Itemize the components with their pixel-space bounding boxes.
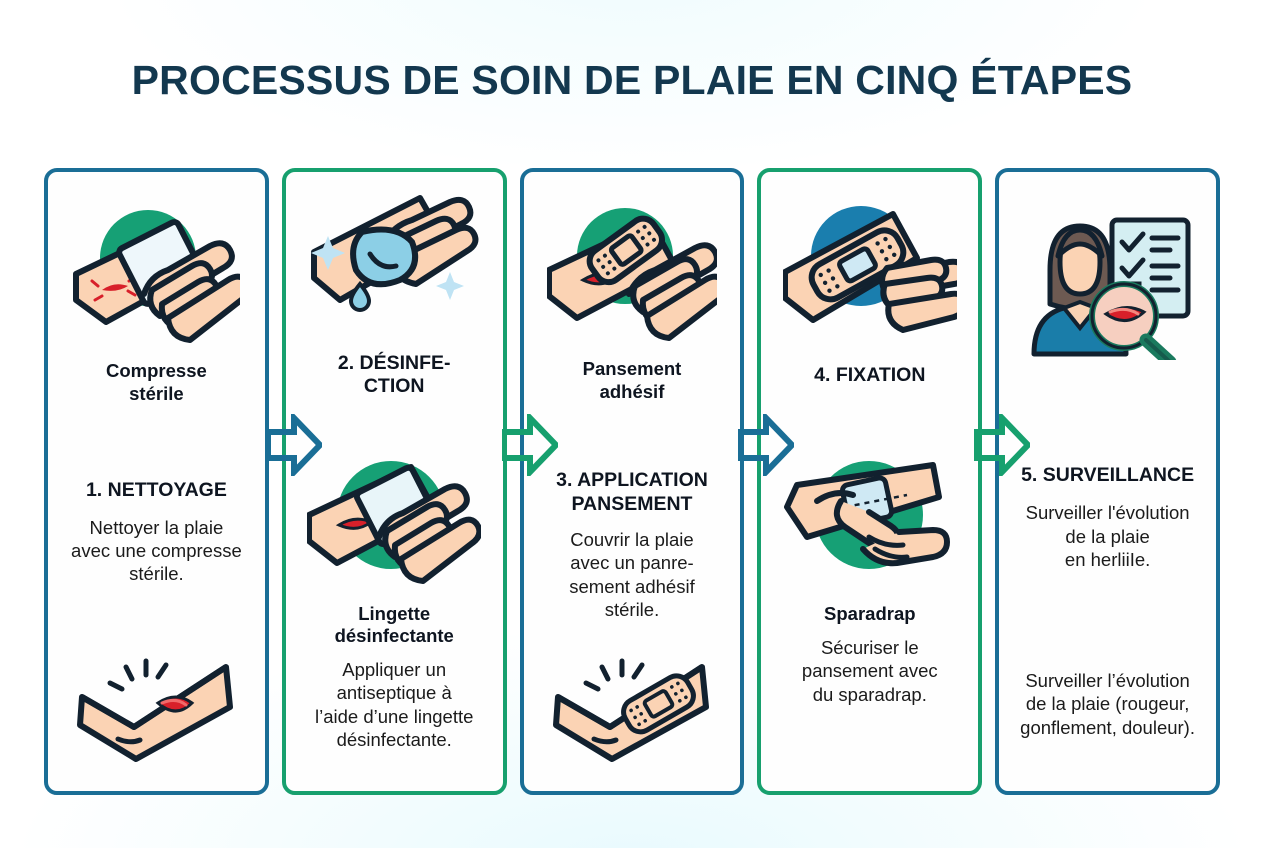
flow-arrow-1 — [266, 414, 322, 476]
step-4-title: 4. FIXATION — [814, 364, 926, 386]
page-title: PROCESSUS DE SOIN DE PLAIE EN CINQ ÉTAPE… — [131, 57, 1133, 103]
bent-arm-with-open-wound-icon — [77, 658, 234, 762]
hands-applying-surgical-tape-icon — [783, 461, 950, 570]
hand-wiping-wound-with-compress-icon — [73, 210, 241, 343]
flow-arrow-2 — [502, 414, 558, 476]
step-5-title: 5. SURVEILLANCE — [1021, 464, 1195, 486]
hand-disinfecting-wound-green-circle-icon — [307, 460, 482, 584]
step-4-bottom-caption: Sparadrap — [824, 603, 916, 625]
flow-arrow-3 — [738, 414, 794, 476]
step-1-title: 1. NETTOYAGE — [85, 479, 227, 502]
step-2-title: 2. DÉSINFE-CTION — [337, 352, 451, 398]
flow-arrow-4 — [974, 414, 1030, 476]
hand-with-antiseptic-wipe-and-sparkles-icon — [311, 195, 479, 312]
step-panel-4: 4. FIXATION — [757, 168, 983, 795]
hand-applying-adhesive-bandage-icon — [546, 208, 717, 341]
bent-arm-with-bandage-icon — [552, 658, 709, 762]
finger-pressing-bandage-blue-circle-icon — [782, 206, 957, 333]
nurse-with-checklist-and-magnifier-icon — [1031, 217, 1191, 360]
